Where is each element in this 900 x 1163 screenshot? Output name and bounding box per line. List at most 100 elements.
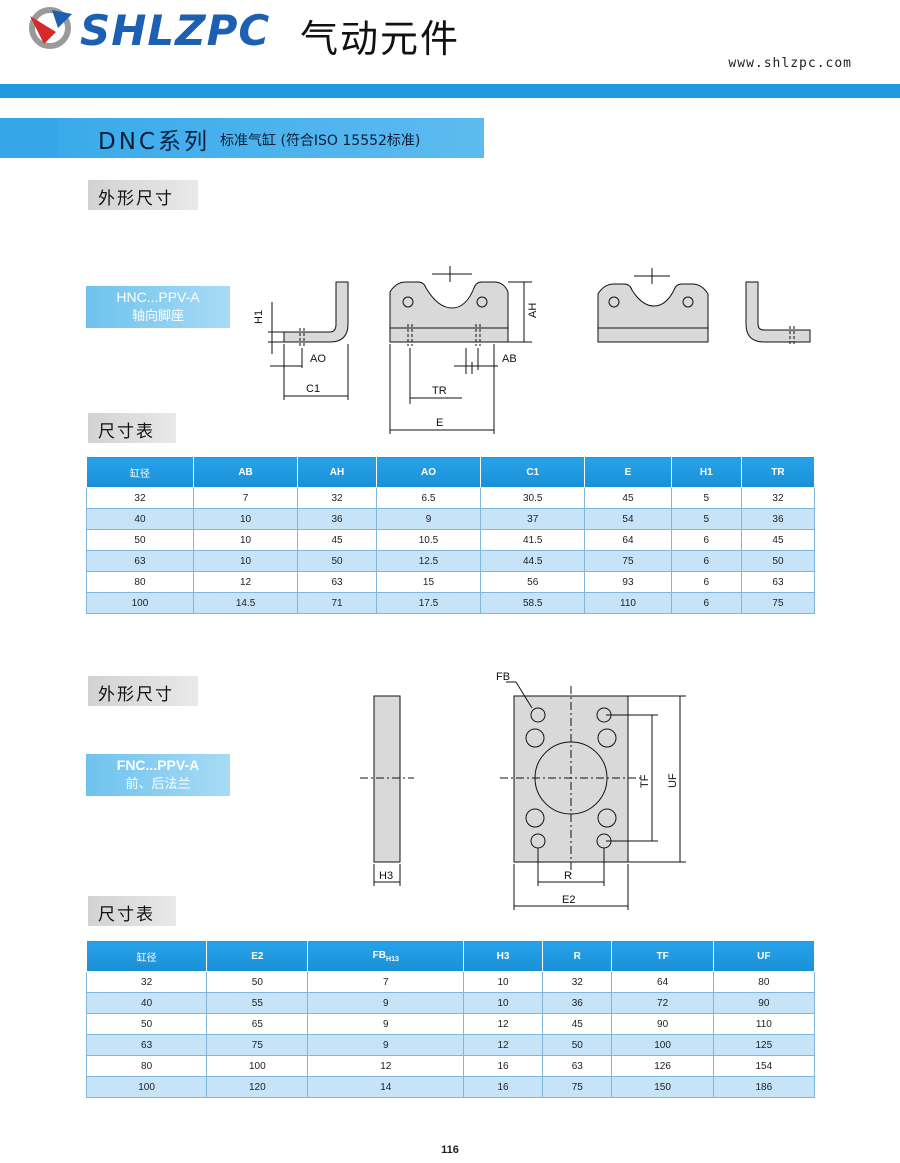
dim-label-r: R: [564, 870, 572, 882]
table-cell: 7: [192, 487, 299, 509]
dim-label-c1: C1: [306, 383, 320, 395]
series-title: DNC系列: [98, 129, 210, 155]
table-cell: 12: [463, 1034, 544, 1056]
table-cell: 36: [542, 992, 613, 1014]
table-cell: 45: [740, 529, 816, 551]
column-header-label: 缸径: [136, 952, 157, 964]
table-cell: 45: [297, 529, 377, 551]
table-cell: 80: [85, 1055, 208, 1077]
brand-logo-icon: [29, 7, 72, 49]
table-cell: 75: [206, 1034, 309, 1056]
table-cell: 80: [86, 571, 194, 593]
column-header-label: R: [573, 950, 581, 962]
section-heading-table-2: 尺寸表: [88, 896, 176, 926]
column-header: H1: [670, 456, 742, 488]
table-cell: 55: [206, 992, 309, 1014]
column-header-label: TR: [771, 466, 785, 478]
table-cell: 90: [712, 992, 816, 1014]
column-header-label: TF: [656, 950, 669, 962]
table-cell: 15: [375, 571, 482, 593]
column-header: 缸径: [86, 456, 194, 488]
website-link[interactable]: www.shlzpc.com: [728, 56, 852, 71]
column-header-label: UF: [757, 950, 771, 962]
table-cell: 100: [86, 592, 194, 614]
table-cell: 14: [307, 1076, 465, 1098]
column-header-label: AO: [420, 466, 436, 478]
column-header: TR: [740, 456, 816, 488]
table-cell: 56: [480, 571, 586, 593]
column-header: E2: [206, 940, 309, 972]
table-cell: 72: [611, 992, 714, 1014]
dim-label-tf: TF: [639, 774, 651, 788]
column-header: AB: [192, 456, 299, 488]
table-cell: 7: [307, 971, 465, 993]
brand-name: SHLZPC: [80, 6, 271, 55]
table-cell: 75: [542, 1076, 613, 1098]
table-cell: 6: [670, 592, 742, 614]
table-cell: 9: [307, 1034, 465, 1056]
column-header-subscript: H13: [386, 955, 399, 963]
table-cell: 16: [463, 1055, 544, 1077]
dim-label-h1: H1: [253, 310, 265, 324]
dim-label-uf: UF: [667, 773, 679, 788]
table-cell: 41.5: [480, 529, 586, 551]
model-name: 前、后法兰: [125, 777, 191, 792]
table-cell: 9: [375, 508, 482, 530]
table-cell: 6: [670, 529, 742, 551]
table-cell: 58.5: [480, 592, 586, 614]
table-cell: 10: [192, 508, 299, 530]
table-cell: 10.5: [375, 529, 482, 551]
column-header: AO: [375, 456, 482, 488]
model-label-fnc: FNC...PPV-A 前、后法兰: [86, 754, 230, 796]
table-cell: 40: [85, 992, 208, 1014]
dim-label-ao: AO: [310, 353, 326, 365]
dim-label-ah: AH: [527, 303, 539, 318]
column-header-label: E2: [251, 950, 264, 962]
table-cell: 16: [463, 1076, 544, 1098]
column-header-label: C1: [526, 466, 540, 478]
dim-label-fb: FB: [496, 671, 510, 683]
table-cell: 12.5: [375, 550, 482, 572]
table-cell: 63: [542, 1055, 613, 1077]
table-cell: 80: [712, 971, 816, 993]
column-header: C1: [480, 456, 586, 488]
table-cell: 6: [670, 550, 742, 572]
column-header: R: [542, 940, 613, 972]
table-cell: 6.5: [375, 487, 482, 509]
table-cell: 10: [463, 992, 544, 1014]
table-cell: 30.5: [480, 487, 586, 509]
section-heading-dimensions-1: 外形尺寸: [88, 180, 198, 210]
brand-tagline: 气动元件: [300, 17, 461, 61]
table-cell: 71: [297, 592, 377, 614]
table-cell: 65: [206, 1013, 309, 1035]
table-cell: 37: [480, 508, 586, 530]
table-cell: 63: [86, 550, 194, 572]
column-header: TF: [611, 940, 714, 972]
column-header-label: AB: [238, 466, 253, 478]
table-cell: 63: [297, 571, 377, 593]
column-header-label: H1: [699, 466, 713, 478]
table-cell: 32: [542, 971, 613, 993]
table-cell: 17.5: [375, 592, 482, 614]
column-header-label: FB: [372, 949, 387, 961]
table-cell: 110: [712, 1013, 816, 1035]
header-bar: [0, 84, 900, 98]
dim-label-e2: E2: [562, 894, 575, 906]
table-cell: 54: [584, 508, 672, 530]
table-cell: 64: [584, 529, 672, 551]
table-cell: 45: [584, 487, 672, 509]
table-cell: 63: [740, 571, 816, 593]
table-cell: 64: [611, 971, 714, 993]
table-cell: 12: [463, 1013, 544, 1035]
table-cell: 6: [670, 571, 742, 593]
column-header: UF: [712, 940, 816, 972]
